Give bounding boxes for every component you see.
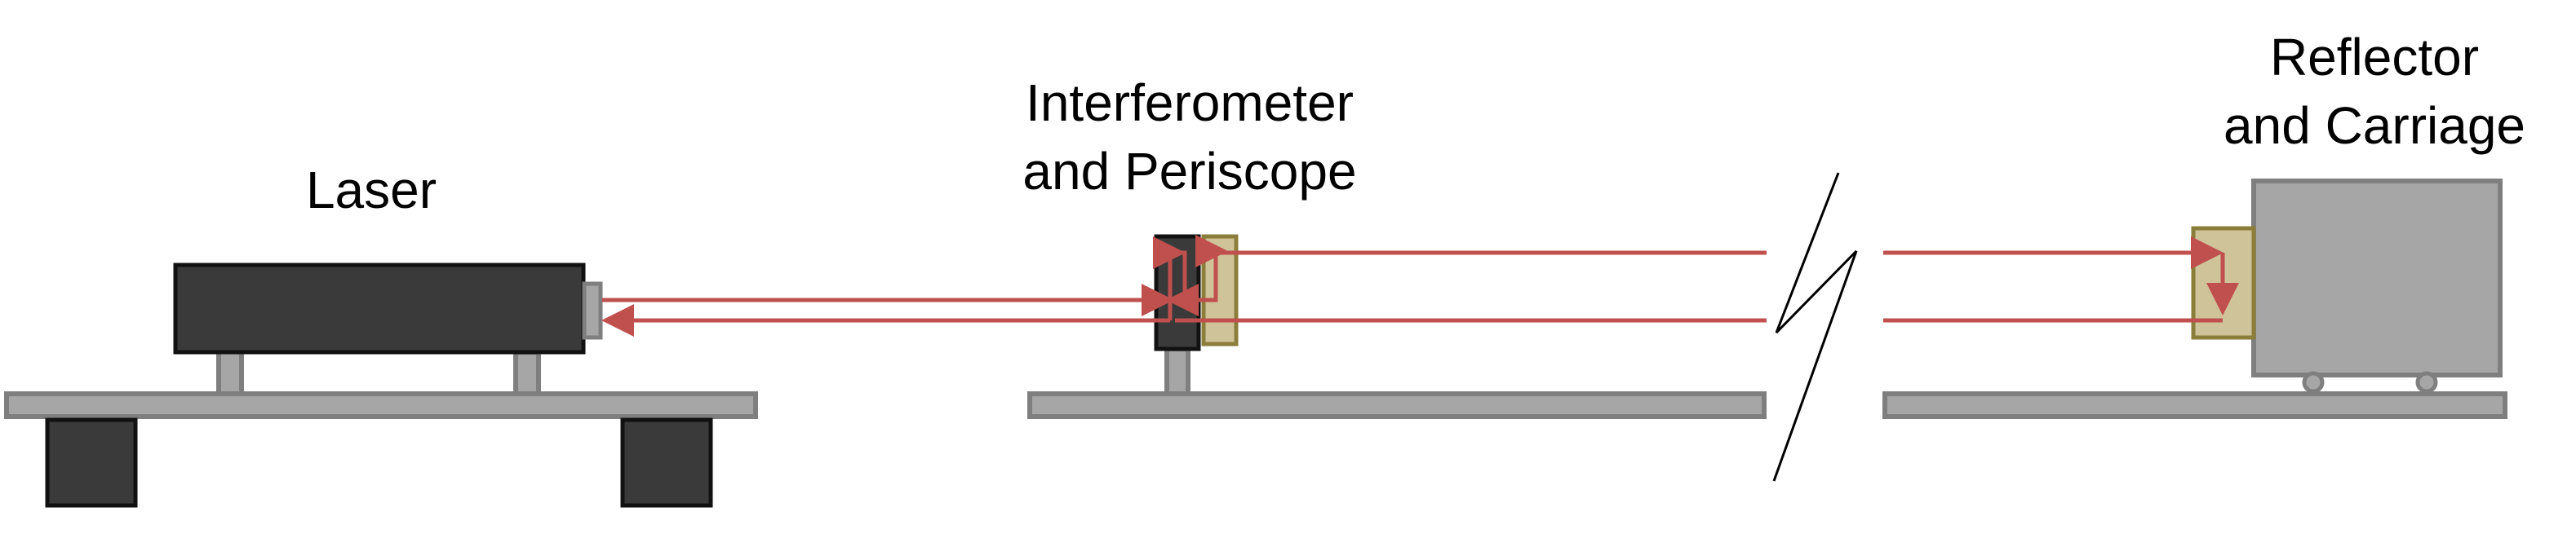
laser-assembly	[4, 263, 758, 508]
laser-post-left	[216, 348, 244, 396]
laser-aperture	[582, 281, 603, 340]
reflector-label-line1: Reflector	[2270, 28, 2479, 86]
reflector-carriage	[2191, 179, 2503, 394]
interferometer-post	[1164, 346, 1190, 396]
laser-rail-foot-left	[45, 417, 138, 508]
laser-rail-foot-right	[620, 417, 713, 508]
interferometer-label-line1: Interferometer	[1026, 73, 1354, 132]
carriage-wheel-left	[2302, 371, 2325, 394]
laser-post-right	[513, 350, 541, 396]
interferometer-rail-right	[1882, 391, 2507, 419]
beam-internal-down	[1166, 250, 1199, 316]
reflector-label-line2: and Carriage	[2224, 96, 2525, 155]
laser-rail	[4, 391, 758, 419]
laser-label: Laser	[306, 161, 437, 219]
interferometer-label-line2: and Periscope	[1022, 142, 1356, 201]
beam-periscope-up	[1195, 235, 1228, 300]
interferometer-rail	[1027, 346, 2507, 419]
distance-break-marker	[1772, 172, 1858, 482]
carriage-wheel-right	[2415, 371, 2438, 394]
laser-body	[173, 263, 586, 355]
interferometer-rail-left	[1027, 391, 1767, 419]
carriage-body	[2251, 179, 2503, 377]
beam-paths	[601, 235, 2239, 337]
